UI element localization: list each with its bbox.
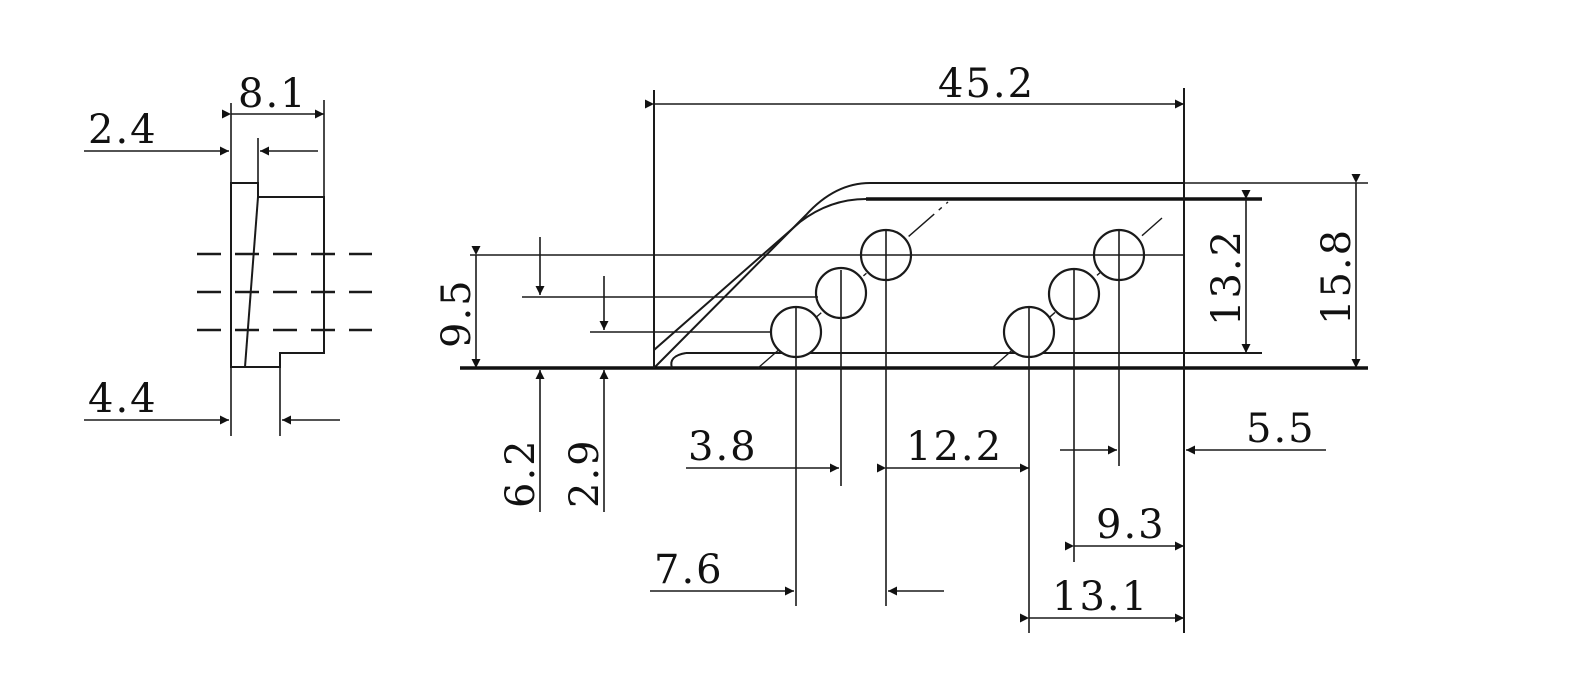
dim-label-left-edge-height: 9.5 xyxy=(434,278,480,348)
front-view: 45.2 15.8 13.2 9.5 6.2 2.9 3.8 12.2 7.6 … xyxy=(434,61,1368,633)
dim-label-hole-span-left: 7.6 xyxy=(654,547,724,593)
dim-label-overall-length: 45.2 xyxy=(938,61,1035,107)
dim-label-right-margin: 5.5 xyxy=(1246,406,1316,452)
dim-label-hole-pitch-left: 3.8 xyxy=(688,424,758,470)
front-view-outer-outline xyxy=(653,182,1184,369)
side-view-taper-line xyxy=(244,196,259,368)
dim-label-group-gap: 12.2 xyxy=(906,424,1003,470)
dim-label-hole-pitch-right: 9.3 xyxy=(1096,502,1166,548)
dim-label-row-offset-2: 2.9 xyxy=(562,438,608,508)
front-view-inner-outline xyxy=(653,198,1262,368)
side-view-outline xyxy=(230,182,325,368)
dim-label-hole-span-right: 13.1 xyxy=(1052,574,1149,620)
dim-label-side-base-width: 4.4 xyxy=(88,376,158,422)
dim-label-row-offset-1: 6.2 xyxy=(498,438,544,508)
dim-label-overall-height: 15.8 xyxy=(1314,228,1360,325)
dim-label-side-top-thickness: 2.4 xyxy=(88,107,158,153)
side-view: 8.1 2.4 4.4 xyxy=(84,71,372,436)
dim-label-side-width: 8.1 xyxy=(238,71,308,117)
dim-label-inner-height: 13.2 xyxy=(1204,229,1250,326)
front-view-foot-curve xyxy=(670,352,687,369)
